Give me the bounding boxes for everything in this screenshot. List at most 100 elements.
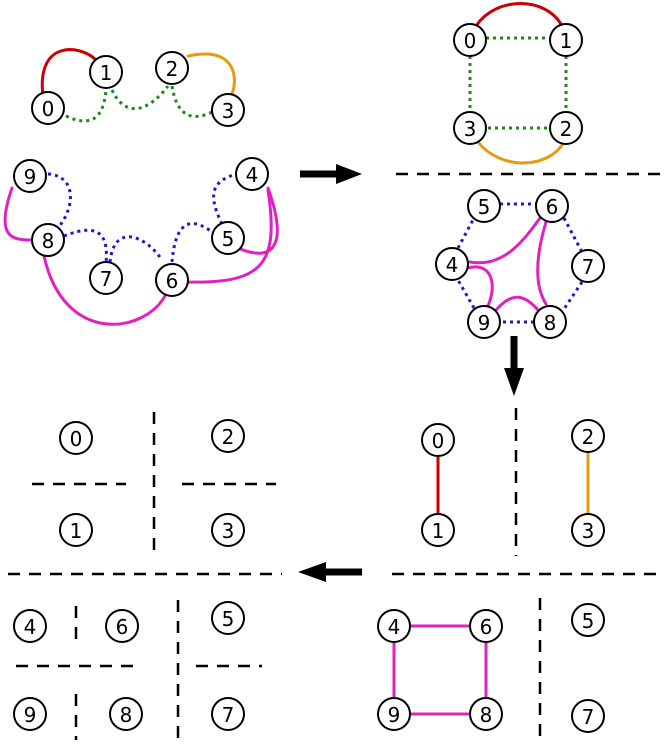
tr-node-label-8: 8 <box>544 311 557 335</box>
dotted-1-2 <box>110 85 170 110</box>
tr-node-label-0: 0 <box>464 29 477 53</box>
mr-node-3: 3 <box>571 513 605 547</box>
mr-node-2: 2 <box>571 419 605 453</box>
mr-node-label-1: 1 <box>432 519 445 543</box>
tr-node-8: 8 <box>533 305 567 339</box>
bl-node-4: 4 <box>13 609 47 643</box>
bl-node-label-3: 3 <box>222 519 235 543</box>
edge-8-6 <box>42 254 168 326</box>
edge-2-3 <box>186 52 236 96</box>
bl-node-label-7: 7 <box>222 703 235 727</box>
tl-node-0: 0 <box>31 91 65 125</box>
tr-edge-9-8 <box>494 295 540 312</box>
tr-node-label-4: 4 <box>446 253 459 277</box>
tr-node-label-5: 5 <box>478 195 491 219</box>
tr-edge-4-9 <box>466 265 494 308</box>
panel-bottom-left: 0 2 1 3 4 6 5 9 8 7 <box>8 412 282 744</box>
mr-node-label-0: 0 <box>432 429 445 453</box>
mr-node-label-9: 9 <box>388 703 401 727</box>
mr-node-label-6: 6 <box>480 615 493 639</box>
tr-node-2: 2 <box>549 111 583 145</box>
tr-node-4: 4 <box>435 247 469 281</box>
tl-node-4: 4 <box>235 157 269 191</box>
tr-node-3: 3 <box>453 111 487 145</box>
panel-top-left: 0 1 2 3 9 4 8 5 7 6 <box>3 48 279 326</box>
tr-dotted-4-5 <box>456 217 476 249</box>
panel-middle-right: 0 2 1 3 4 6 5 9 8 7 <box>377 408 664 744</box>
bl-node-2: 2 <box>211 419 245 453</box>
tl-node-7: 7 <box>89 261 123 295</box>
dotted-2-3 <box>170 85 213 118</box>
mr-node-label-3: 3 <box>582 519 595 543</box>
tr-edge-0-1 <box>474 2 564 28</box>
mr-node-label-4: 4 <box>388 615 401 639</box>
mr-node-label-7: 7 <box>582 705 595 729</box>
tr-dotted-9-4 <box>456 279 476 309</box>
edge-9-8 <box>3 186 36 242</box>
bl-node-5: 5 <box>211 601 245 635</box>
tl-node-5: 5 <box>211 221 245 255</box>
tl-node-label-5: 5 <box>222 227 235 251</box>
dotted-9-8 <box>47 172 72 229</box>
arrow-right <box>300 164 362 184</box>
dotted-0-1 <box>65 89 108 123</box>
tl-node-label-4: 4 <box>246 163 259 187</box>
tr-node-1: 1 <box>549 23 583 57</box>
bl-node-3: 3 <box>211 513 245 547</box>
tl-node-label-3: 3 <box>222 99 235 123</box>
tr-node-label-1: 1 <box>560 29 573 53</box>
mr-node-label-8: 8 <box>480 703 493 727</box>
mr-node-7: 7 <box>571 699 605 733</box>
dotted-8-7 <box>63 228 108 265</box>
bl-node-6: 6 <box>105 609 139 643</box>
tr-node-6: 6 <box>535 189 569 223</box>
tl-node-label-6: 6 <box>166 269 179 293</box>
mr-node-6: 6 <box>469 609 503 643</box>
bl-node-label-4: 4 <box>24 615 37 639</box>
bl-node-label-8: 8 <box>120 703 133 727</box>
bl-node-0: 0 <box>59 421 93 455</box>
tr-node-label-3: 3 <box>464 117 477 141</box>
tr-edge-3-2 <box>476 140 566 165</box>
mr-node-4: 4 <box>377 609 411 643</box>
bl-node-9: 9 <box>13 697 47 731</box>
tr-node-label-6: 6 <box>546 195 559 219</box>
edge-0-1 <box>40 48 98 98</box>
tl-node-label-1: 1 <box>100 61 113 85</box>
tl-node-label-8: 8 <box>42 229 55 253</box>
bl-node-7: 7 <box>211 697 245 731</box>
mr-node-1: 1 <box>421 513 455 547</box>
tr-node-0: 0 <box>453 23 487 57</box>
tr-dotted-6-7 <box>562 217 584 253</box>
tr-node-5: 5 <box>467 189 501 223</box>
bl-node-label-1: 1 <box>70 519 83 543</box>
tl-node-9: 9 <box>13 159 47 193</box>
edge-4-5 <box>236 186 279 255</box>
bl-node-label-6: 6 <box>116 615 129 639</box>
bl-node-label-5: 5 <box>222 607 235 631</box>
tl-node-label-9: 9 <box>24 165 37 189</box>
mr-node-0: 0 <box>421 423 455 457</box>
tr-edge-4-6 <box>468 216 542 265</box>
mr-node-5: 5 <box>571 603 605 637</box>
mr-node-label-5: 5 <box>582 609 595 633</box>
tr-edge-6-8 <box>536 220 548 306</box>
tl-node-3: 3 <box>211 93 245 127</box>
tr-node-9: 9 <box>467 305 501 339</box>
bl-node-1: 1 <box>59 513 93 547</box>
tl-node-1: 1 <box>89 55 123 89</box>
bl-node-8: 8 <box>109 697 143 731</box>
tr-dotted-7-8 <box>560 281 584 313</box>
edge-6-4 <box>182 188 273 284</box>
arrow-down <box>504 336 524 396</box>
tl-node-label-0: 0 <box>42 97 55 121</box>
tr-node-label-9: 9 <box>478 311 491 335</box>
tr-node-label-2: 2 <box>560 117 573 141</box>
mr-node-8: 8 <box>469 697 503 731</box>
panel-top-right: 0 1 3 2 5 6 4 7 9 8 <box>396 2 664 339</box>
mr-node-label-2: 2 <box>582 425 595 449</box>
bl-node-label-0: 0 <box>70 427 83 451</box>
dotted-7-6 <box>108 235 164 263</box>
tr-node-label-7: 7 <box>582 255 595 279</box>
